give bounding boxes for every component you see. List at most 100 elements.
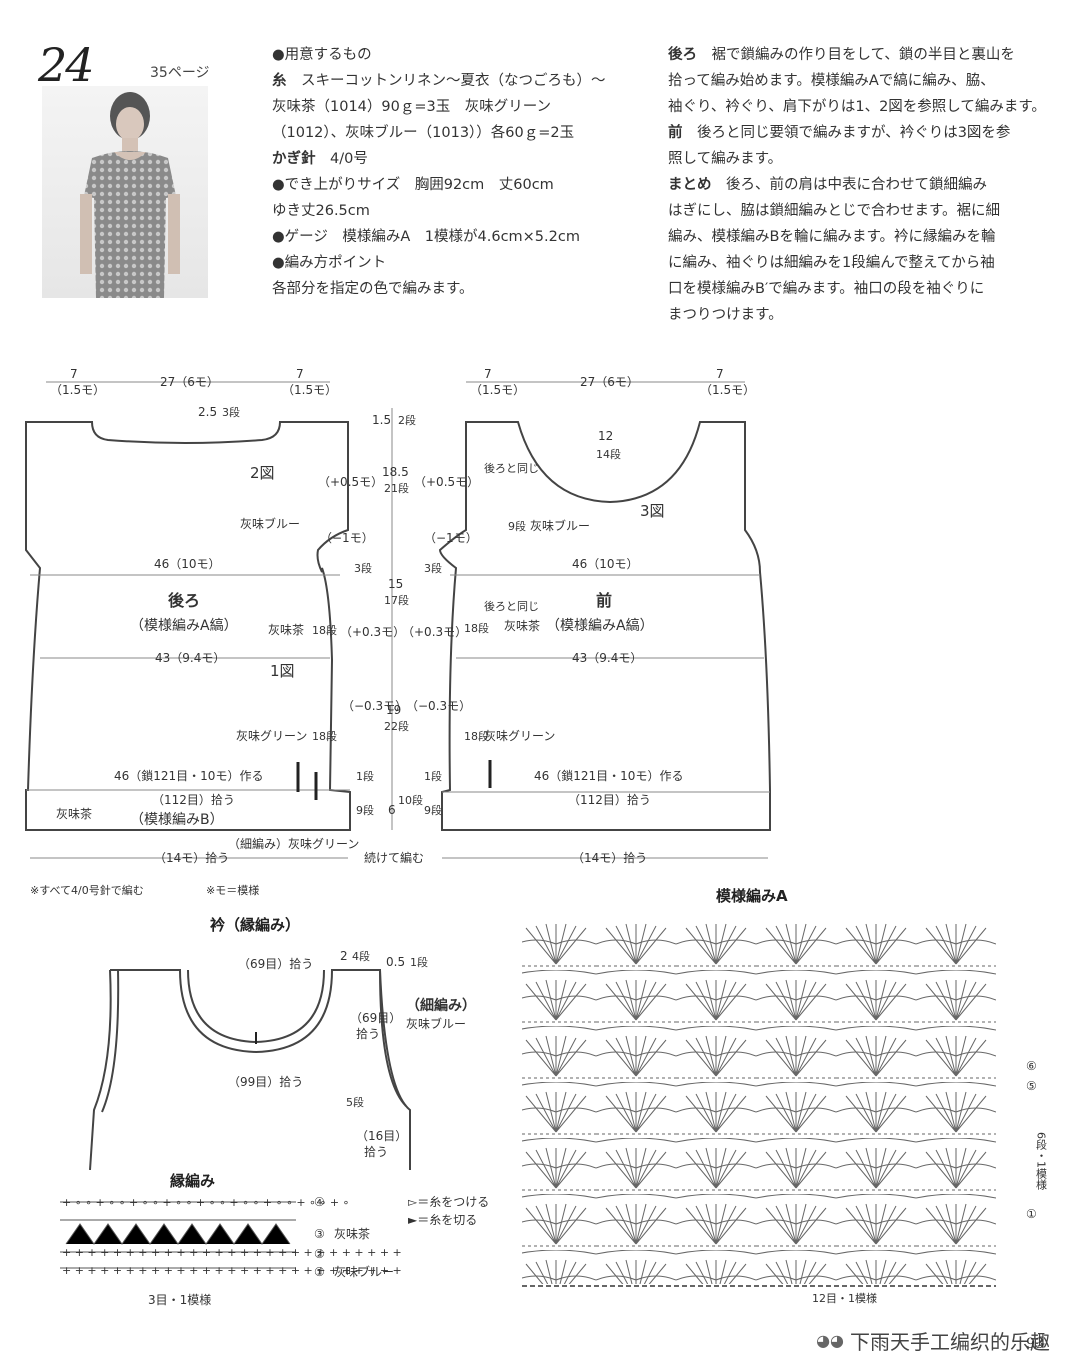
collar-d05: 0.5 <box>386 955 405 969</box>
yarn-label: 糸 <box>272 73 287 89</box>
label-tsuzukete: 続けて編む <box>364 850 424 865</box>
label-3dan-back: 3段 <box>222 405 240 419</box>
label-15mo-front-left: （1.5モ） <box>470 383 525 397</box>
label-minus1-back: （−1モ） <box>320 531 374 545</box>
label-minus03-back: （−0.3モ） <box>342 699 407 713</box>
materials-block: ●用意するもの 糸 スキーコットンリネン～夏衣（なつごろも）～ 灰味茶（1014… <box>272 42 652 302</box>
watermark-text: 下雨天手工编织的乐趣 <box>850 1330 1050 1354</box>
label-46-front: 46（10モ） <box>572 557 639 571</box>
label-fig1: 1図 <box>270 662 295 680</box>
label-18dan-front2: 18段 <box>464 729 489 743</box>
label-plus05-front: （+0.5モ） <box>414 475 479 489</box>
legend-cut: ►＝糸を切る <box>408 1213 477 1227</box>
label-plus03-front: （+0.3モ） <box>402 625 467 639</box>
label-green-back: 灰味グリーン <box>236 729 307 743</box>
gauge-line: ●ゲージ 模様編みA 1模様が4.6cm×5.2cm <box>272 229 580 245</box>
front-label: 前 <box>668 125 683 141</box>
label-185: 18.5 <box>382 465 409 479</box>
svg-text:+ + + + + + + + + + + + + + +: + + + + + + + + + + + + + + + + + + + + … <box>62 1264 402 1277</box>
label-plus03-back: （+0.3モ） <box>340 625 405 639</box>
label-minus03-front: （−0.3モ） <box>406 699 471 713</box>
edging-chart: + + + + + + + + + + + + + + + + + + + + … <box>60 1195 489 1307</box>
pattern-number: 24 <box>38 38 95 92</box>
collar-pick-u: 拾う <box>356 1026 380 1041</box>
label-green-front: 灰味グリーン <box>484 729 555 743</box>
finish-label: まとめ <box>668 177 712 193</box>
label-2dan-center: 2段 <box>398 413 416 427</box>
label-blue-back: 灰味ブルー <box>240 516 300 531</box>
label-7-right: 7 <box>296 367 304 381</box>
edging-blue: 灰味ブルー <box>334 1264 394 1279</box>
label-minus1-front: （−1モ） <box>424 531 478 545</box>
svg-text:+ ∘ ∘ + ∘ ∘ + ∘ ∘ + ∘ ∘ + ∘ ∘: + ∘ ∘ + ∘ ∘ + ∘ ∘ + ∘ ∘ + ∘ ∘ + ∘ ∘ + ∘ … <box>62 1196 349 1209</box>
back-label: 後ろ <box>668 47 697 63</box>
edging-repeat: 3目・1模様 <box>148 1293 211 1307</box>
label-14dan: 14段 <box>596 447 621 461</box>
label-112-back: （112目）拾う <box>152 792 235 807</box>
label-fig2: 2図 <box>250 464 275 482</box>
label-fig3: 3図 <box>640 502 665 520</box>
label-back-same-2: 後ろと同じ <box>484 599 539 613</box>
label-27-back: 27（6モ） <box>160 375 219 389</box>
back-l3: 袖ぐり、衿ぐり、肩下がりは1、2図を参照して編みます。 <box>668 99 1046 115</box>
instructions-block: 後ろ 裾で鎖編みの作り目をして、鎖の半目と裏山を 拾って編み始めます。模様編みA… <box>668 42 1046 328</box>
label-19: 19 <box>386 703 401 717</box>
collar-pick69b: （69目） <box>350 1011 401 1025</box>
finish-l2: はぎにし、脇は鎖細編みとじで合わせます。裾に細 <box>668 203 1001 219</box>
note-mo: ※モ＝模様 <box>206 884 260 897</box>
label-7-front-right: 7 <box>716 367 724 381</box>
yarn-line2: 灰味茶（1014）90ｇ=3玉 灰味グリーン <box>272 99 552 115</box>
patternA-row5: ⑤ <box>1026 1079 1037 1093</box>
label-blue-front: 灰味ブルー <box>530 518 590 533</box>
label-15mo-left: （1.5モ） <box>50 383 105 397</box>
edging-row2: ② <box>314 1247 325 1261</box>
page-reference: 35ページ <box>150 65 210 81</box>
note-needle: ※すべて4/0号針で編む <box>30 884 144 897</box>
patternA-chart: ⑥ ⑤ ① 6段・1模様 12目・1模様 <box>522 922 1048 1305</box>
patternA-row6: ⑥ <box>1026 1059 1037 1073</box>
garment-schematic: 7 （1.5モ） 27（6モ） 7 （1.5モ） 2.5 3段 2図 灰味ブルー… <box>25 367 771 865</box>
point-title: ●編み方ポイント <box>272 255 387 271</box>
collar-d2: 2 <box>340 949 348 963</box>
edging-title: 縁編み <box>170 1172 216 1190</box>
label-43-back: 43（9.4モ） <box>155 651 225 665</box>
label-9dan-front: 9段 <box>508 519 526 533</box>
label-46-back: 46（10モ） <box>154 557 221 571</box>
size-line1: ●でき上がりサイズ 胸囲92cm 丈60cm <box>272 177 554 193</box>
label-14mo-back: （14モ）拾う <box>154 850 229 865</box>
label-cast-front: 46（鎖121目・10モ）作る <box>534 768 683 783</box>
label-9dan-back: 9段 <box>356 803 374 817</box>
back-l1: 裾で鎖編みの作り目をして、鎖の半目と裏山を <box>711 47 1015 63</box>
label-15mo-right: （1.5モ） <box>282 383 337 397</box>
label-27-front: 27（6モ） <box>580 375 639 389</box>
edging-row4: ④ <box>314 1195 325 1209</box>
label-3dan-side: 3段 <box>354 561 372 575</box>
svg-text:+ + + + + + + + + + + + + + +: + + + + + + + + + + + + + + + + + + + + … <box>62 1246 402 1259</box>
collar-pick99: （99目）拾う <box>228 1074 303 1089</box>
patternA-title: 模様編みA <box>716 887 788 905</box>
label-brown-hem: 灰味茶 <box>56 806 92 821</box>
label-18dan-front1: 18段 <box>464 621 489 635</box>
legend-attach: ▻＝糸をつける <box>408 1195 489 1209</box>
front-l1: 後ろと同じ要領で編みますが、衿ぐりは3図を参 <box>697 125 1011 141</box>
label-17dan: 17段 <box>384 593 409 607</box>
label-patB: （模様編みB） <box>130 812 224 828</box>
collar-1dan: 1段 <box>410 955 428 969</box>
page-number: 93 <box>1026 1336 1044 1352</box>
collar-hosoami: （細編み） <box>406 997 476 1014</box>
collar-pick69: （69目）拾う <box>238 956 313 971</box>
finish-l3: 編み、模様編みBを輪に編みます。衿に縁編みを輪 <box>668 229 996 245</box>
label-7-left: 7 <box>70 367 78 381</box>
label-7-front-left: 7 <box>484 367 492 381</box>
yarn-line3: （1012）、灰味ブルー（1013））各60ｇ=2玉 <box>272 125 575 141</box>
label-back-title: 後ろ <box>168 591 200 610</box>
edging-row1: ① <box>314 1265 325 1279</box>
edging-brown: 灰味茶 <box>334 1226 370 1241</box>
hook-label: かぎ針 <box>272 151 316 167</box>
label-10dan: 10段 <box>398 793 423 807</box>
label-patA-front: （模様編みA縞） <box>546 617 654 634</box>
label-112-front: （112目）拾う <box>568 792 651 807</box>
collar-pick16-u: 拾う <box>364 1144 388 1159</box>
label-back-same-1: 後ろと同じ <box>484 461 539 475</box>
point-text: 各部分を指定の色で編みます。 <box>272 281 474 297</box>
